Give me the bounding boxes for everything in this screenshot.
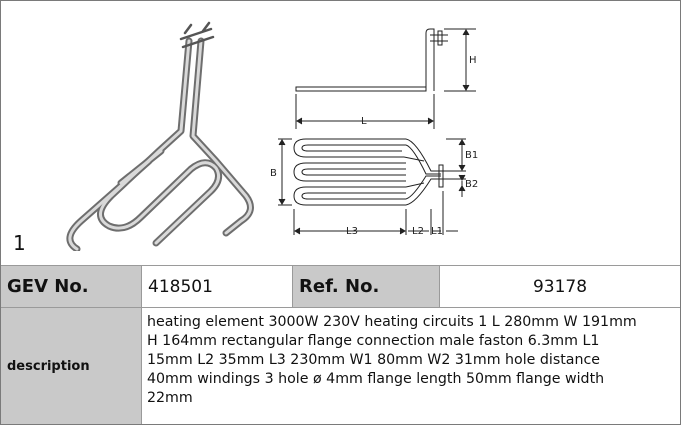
ref-number-value: 93178	[440, 266, 680, 307]
side-view-outline	[295, 86, 427, 92]
description-line: H 164mm rectangular flange connection ma…	[147, 333, 600, 349]
column-divider	[292, 266, 293, 307]
dim-label-h: H	[469, 55, 477, 66]
dim-label-l1: L1	[431, 226, 443, 237]
column-divider	[141, 266, 142, 424]
description-line: heating element 3000W 230V heating circu…	[147, 314, 637, 330]
item-number: 1	[13, 231, 26, 255]
dim-label-b: B	[270, 168, 277, 179]
dim-label-l3: L3	[346, 226, 358, 237]
gev-number-label: GEV No.	[1, 266, 141, 307]
description-row: description heating element 3000W 230V h…	[1, 308, 680, 424]
description-label: description	[1, 308, 141, 424]
gev-number-value: 418501	[142, 266, 292, 307]
row-divider	[1, 307, 680, 308]
technical-drawing: H L B B1 B2 L3 L2 L1	[270, 28, 478, 237]
ref-number-label: Ref. No.	[293, 266, 439, 307]
description-text: heating element 3000W 230V heating circu…	[142, 308, 680, 424]
heating-element-photo	[66, 21, 254, 251]
figure-divider	[1, 265, 680, 266]
dim-label-b1: B1	[465, 150, 478, 161]
top-view-outline	[293, 138, 452, 206]
dim-label-l: L	[361, 116, 367, 127]
product-figure: 1	[1, 1, 680, 266]
description-line: 40mm windings 3 hole ø 4mm flange length…	[147, 371, 605, 387]
description-line: 15mm L2 35mm L3 230mm W1 80mm W2 31mm ho…	[147, 352, 601, 368]
id-row: GEV No. 418501 Ref. No. 93178	[1, 266, 680, 307]
dim-label-l2: L2	[412, 226, 424, 237]
dim-label-b2: B2	[465, 179, 478, 190]
column-divider	[439, 266, 440, 307]
description-line: 22mm	[147, 390, 193, 406]
